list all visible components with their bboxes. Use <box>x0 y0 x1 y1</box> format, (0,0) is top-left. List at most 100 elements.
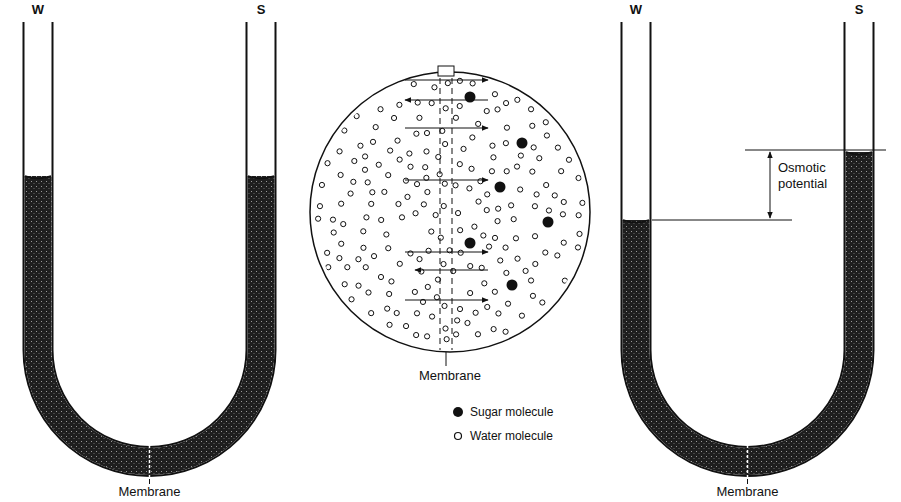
water-molecule <box>361 245 366 250</box>
water-molecule <box>395 138 400 143</box>
water-molecule <box>341 221 346 226</box>
water-molecule <box>472 224 477 229</box>
water-molecule <box>414 311 419 316</box>
water-molecule <box>414 131 419 136</box>
water-molecule <box>518 153 523 158</box>
membrane-label: Membrane <box>118 484 180 500</box>
water-molecule <box>364 215 369 220</box>
water-molecule <box>534 192 539 197</box>
water-molecule <box>511 217 516 222</box>
water-molecule <box>470 135 475 140</box>
water-molecule <box>509 203 514 208</box>
membrane-label: Membrane <box>419 368 481 384</box>
water-molecule <box>498 258 503 263</box>
water-molecule <box>532 234 537 239</box>
water-molecule <box>546 208 551 213</box>
water-molecule <box>473 310 478 315</box>
water-molecule <box>505 301 510 306</box>
water-molecule <box>457 103 462 108</box>
water-molecule <box>559 169 564 174</box>
water-molecule <box>415 100 420 105</box>
water-molecule <box>442 181 447 186</box>
magnified-view <box>310 66 590 366</box>
water-molecule <box>413 211 418 216</box>
water-molecule <box>337 255 342 260</box>
water-molecule <box>531 145 536 150</box>
water-molecule <box>486 244 491 249</box>
flow-arrow <box>405 300 488 301</box>
water-molecule <box>458 228 463 233</box>
water-molecule <box>384 232 389 237</box>
water-molecule <box>421 202 426 207</box>
water-molecule <box>537 156 542 161</box>
water-molecule <box>532 204 537 209</box>
water-molecule <box>399 215 404 220</box>
water-molecule <box>429 229 434 234</box>
water-molecule <box>442 303 447 308</box>
water-molecule <box>411 81 416 86</box>
water-molecule <box>562 278 567 283</box>
sugar-molecule <box>465 238 476 249</box>
water-molecule <box>492 92 497 97</box>
flow-arrow <box>405 80 488 81</box>
u-tube-left <box>25 20 274 484</box>
water-molecule <box>370 190 375 195</box>
water-molecule <box>369 201 374 206</box>
water-molecule <box>490 143 495 148</box>
water-molecule <box>515 256 520 261</box>
water-molecule <box>503 141 508 146</box>
water-molecule <box>408 164 413 169</box>
water-molecule <box>528 107 533 112</box>
water-molecule <box>481 233 486 238</box>
water-molecule <box>378 274 383 279</box>
water-molecule <box>476 121 481 126</box>
water-molecule <box>363 265 368 270</box>
water-molecule <box>484 207 489 212</box>
water-molecule <box>356 283 361 288</box>
water-molecule <box>555 145 560 150</box>
flow-arrow <box>405 180 488 181</box>
water-molecule <box>354 113 359 118</box>
water-molecule <box>482 281 487 286</box>
water-molecule <box>560 212 565 217</box>
water-molecule <box>561 199 566 204</box>
water-molecule <box>445 81 450 86</box>
water-molecule <box>467 186 472 191</box>
water-molecule <box>362 167 367 172</box>
water-molecule <box>397 102 402 107</box>
water-molecule <box>378 107 383 112</box>
water-molecule <box>519 313 524 318</box>
sugar-molecule <box>507 280 518 291</box>
water-molecule <box>468 263 473 268</box>
water-molecule <box>540 300 545 305</box>
osmotic-potential-label: Osmotic potential <box>778 160 844 193</box>
water-molecule <box>365 180 370 185</box>
sugar-molecule <box>495 182 506 193</box>
water-molecule <box>491 155 496 160</box>
water-molecule <box>342 282 347 287</box>
water-molecule <box>492 289 497 294</box>
water-molecule <box>478 179 483 184</box>
water-molecule <box>424 334 429 339</box>
water-molecule <box>543 250 548 255</box>
water-molecule <box>342 128 347 133</box>
water-molecule <box>387 291 392 296</box>
water-molecule <box>403 178 408 183</box>
water-molecule <box>496 311 501 316</box>
water-molecule <box>386 173 391 178</box>
water-molecule <box>566 157 571 162</box>
water-molecule <box>434 295 439 300</box>
water-molecule <box>530 123 535 128</box>
water-molecule <box>515 97 520 102</box>
water-molecule <box>339 201 344 206</box>
water-molecule <box>319 182 324 187</box>
water-molecule <box>485 304 490 309</box>
water-molecule <box>425 284 430 289</box>
water-molecule <box>379 217 384 222</box>
water-molecule <box>429 101 434 106</box>
water-molecule <box>496 206 501 211</box>
water-molecule <box>396 201 401 206</box>
water-molecule <box>391 115 396 120</box>
water-molecule <box>580 200 585 205</box>
